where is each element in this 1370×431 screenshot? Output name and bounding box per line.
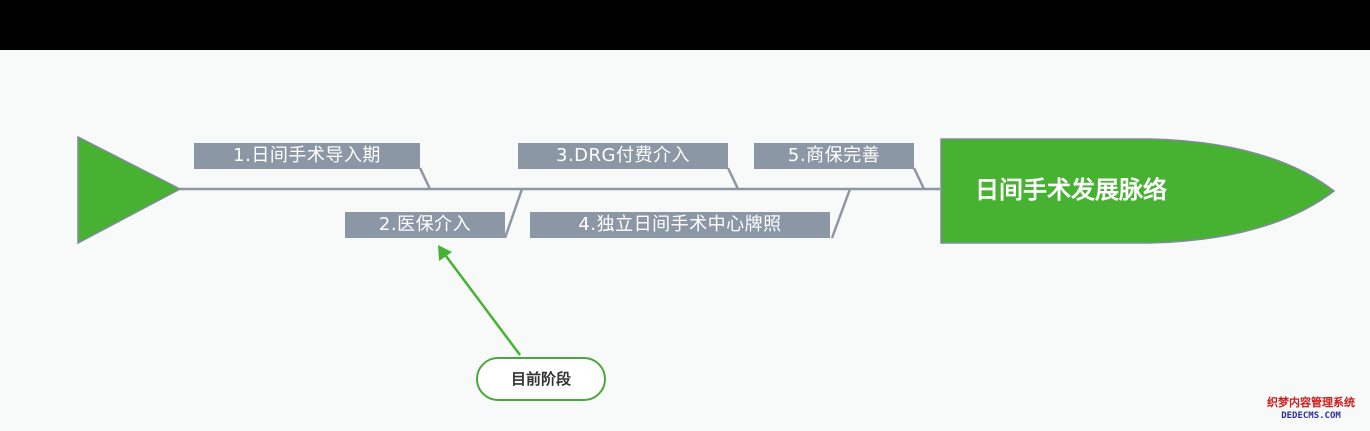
stage-label-3: 3.DRG付费介入: [518, 143, 728, 169]
fish-head: [940, 138, 1336, 244]
rib-stage-3: [726, 167, 740, 190]
stage-label-2: 2.医保介入: [345, 212, 505, 238]
pointer-arrow-head: [438, 245, 452, 261]
rib-stage-1: [418, 167, 432, 190]
rib-stage-2: [503, 188, 524, 239]
current-stage-callout: 目前阶段: [476, 357, 606, 401]
stage-label-1: 1.日间手术导入期: [194, 143, 420, 169]
tail-triangle: [77, 135, 182, 245]
watermark-cn: 织梦内容管理系统: [1267, 396, 1355, 409]
rib-stage-5: [912, 167, 926, 190]
stage-label-4: 4.独立日间手术中心牌照: [530, 212, 830, 238]
watermark: 织梦内容管理系统 DEDECMS.COM: [1258, 396, 1364, 422]
stage-label-5: 5.商保完善: [754, 143, 914, 169]
top-black-bar: [0, 0, 1370, 50]
rib-stage-4: [830, 188, 852, 239]
watermark-en: DEDECMS.COM: [1281, 411, 1341, 421]
fish-head-title: 日间手术发展脉络: [975, 176, 1167, 204]
pointer-arrow-line: [441, 251, 522, 356]
